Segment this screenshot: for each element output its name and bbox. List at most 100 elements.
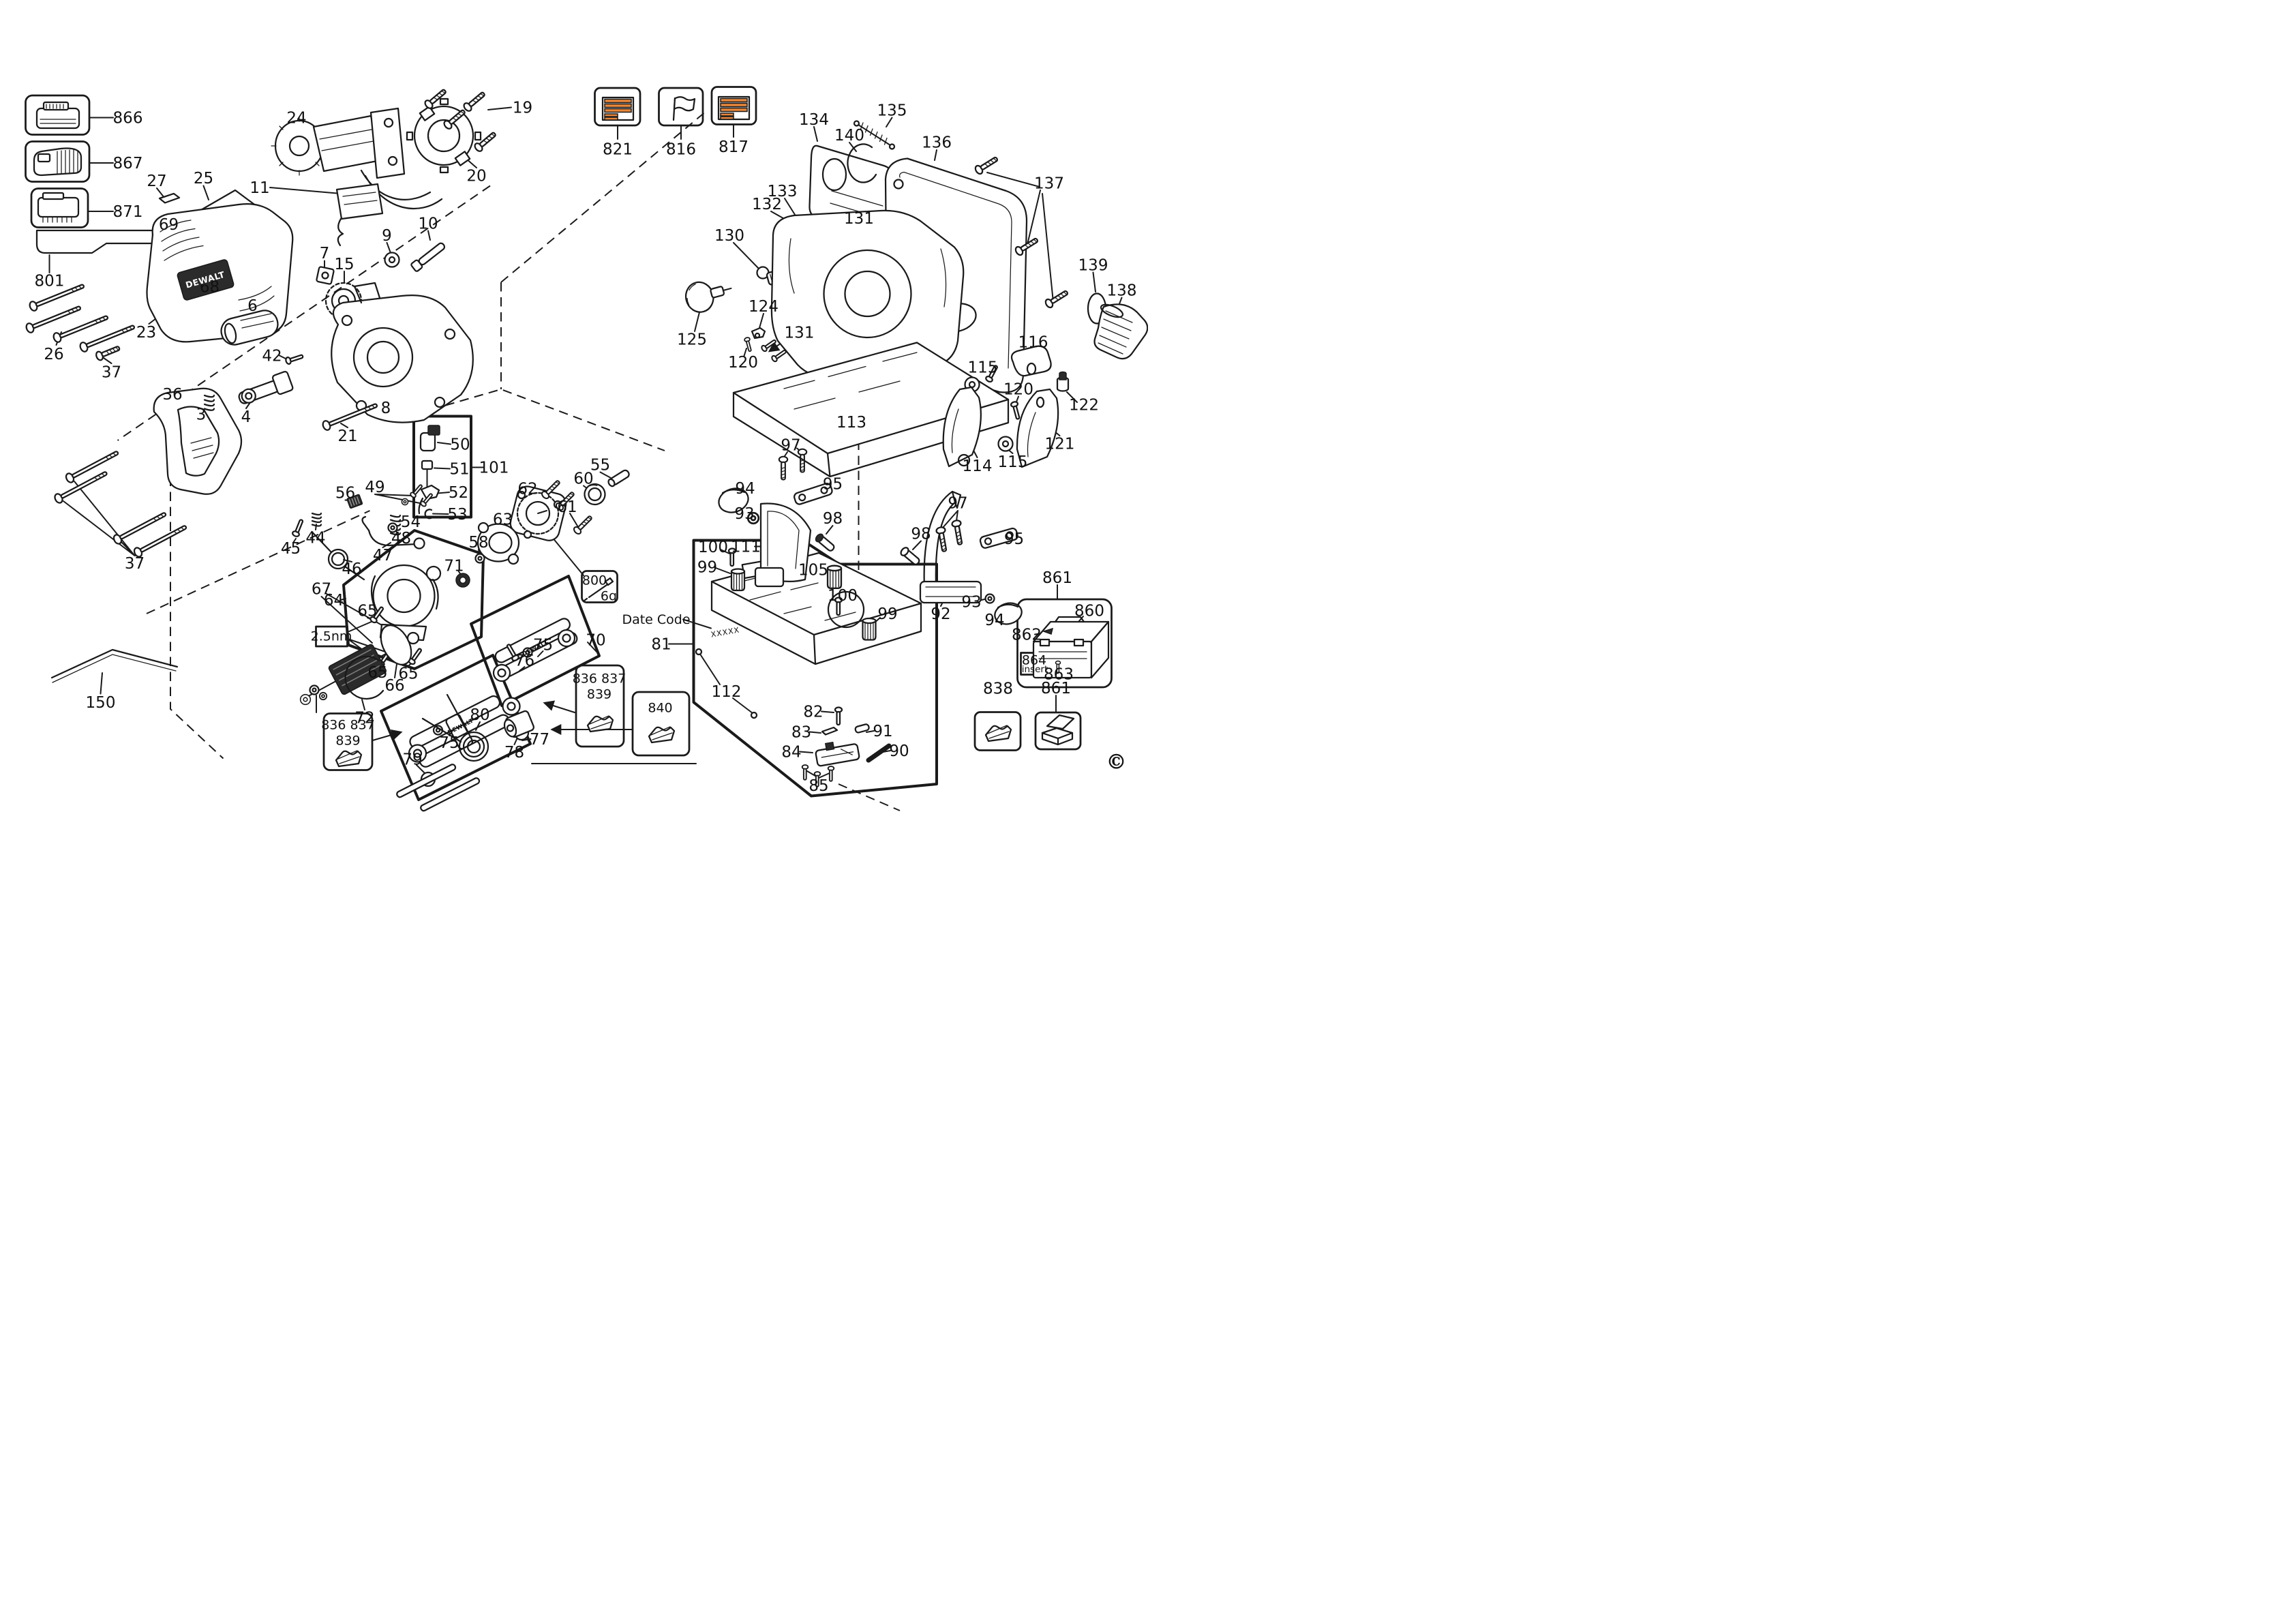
part-label-95-114: 95 xyxy=(822,475,843,493)
spring-44-drawing xyxy=(311,512,322,527)
part-label-139-23: 139 xyxy=(1078,256,1108,274)
motor-assembly-24-11-drawing xyxy=(271,107,443,247)
part-label-65-75: 65 xyxy=(357,601,378,620)
part-label-131-19: 131 xyxy=(844,209,874,228)
part-label-838-130: 838 xyxy=(983,679,1013,697)
part-label-50-62: 50 xyxy=(450,435,470,453)
part-label-6-45: 6 xyxy=(247,296,258,315)
part-label-861-124: 861 xyxy=(1042,568,1072,587)
part-label-46-58: 46 xyxy=(342,559,362,578)
screw-131b xyxy=(759,337,778,353)
clamp-838-drawing xyxy=(984,724,1012,742)
spring-135-drawing xyxy=(853,120,896,150)
gearcase-64-drawing xyxy=(370,564,442,642)
battery-871-drawing xyxy=(37,192,80,223)
part-label-839-95: 839 xyxy=(586,687,612,702)
part-label-85-104: 85 xyxy=(809,776,829,795)
battery-866-box xyxy=(25,94,91,136)
part-label-77-87: 77 xyxy=(529,730,550,749)
knob-94a-drawing xyxy=(718,487,749,513)
part-label-45-57: 45 xyxy=(280,539,301,558)
part-label-134-13: 134 xyxy=(799,110,829,129)
link-70-drawing xyxy=(492,618,578,682)
part-label-56-54: 56 xyxy=(335,483,356,502)
kitbox-861-box xyxy=(1016,598,1113,689)
gasket-63-drawing xyxy=(477,522,520,565)
flag-816-drawing xyxy=(672,96,696,121)
clamp-838-box xyxy=(973,711,1022,751)
part-label-816-11: 816 xyxy=(666,140,696,158)
part-label-90-105: 90 xyxy=(889,741,909,760)
plate-116-drawing xyxy=(1010,345,1052,377)
part-label-58-72: 58 xyxy=(468,532,489,552)
knob-125-drawing xyxy=(684,281,732,313)
part-label-62-70: 62 xyxy=(517,479,538,498)
part-label-101-66: 101 xyxy=(479,458,509,477)
part-label-112-100: 112 xyxy=(711,682,742,701)
part-label-83-102: 83 xyxy=(791,723,812,741)
part-label-95-121: 95 xyxy=(1003,529,1025,548)
grip-6-drawing xyxy=(220,310,279,346)
lever-47-drawing xyxy=(361,515,425,550)
lever-4-drawing xyxy=(238,370,294,404)
washer-58 xyxy=(474,553,485,564)
part-label-871-2: 871 xyxy=(112,202,143,221)
part-label-111-116: 111 xyxy=(731,537,761,556)
part-label-861-131: 861 xyxy=(1041,678,1071,697)
dust-elbow-138-drawing xyxy=(1093,303,1148,360)
clip-124-drawing xyxy=(751,327,766,340)
part-label-23-38: 23 xyxy=(136,322,157,342)
part-label-79-89: 79 xyxy=(402,750,423,768)
part-label-26-39: 26 xyxy=(44,344,64,363)
gear-housing-8-drawing xyxy=(331,282,474,423)
part-label-19-8: 19 xyxy=(512,98,533,117)
clamp-836-right-drawing xyxy=(586,715,614,733)
screw-42 xyxy=(284,352,305,365)
torsion-spring-80-drawing xyxy=(421,693,489,762)
part-label-61-69: 61 xyxy=(557,497,577,516)
hex-key-150-drawing xyxy=(50,648,179,683)
part-label-131-22: 131 xyxy=(784,323,815,342)
pointer-111-drawing xyxy=(754,502,812,588)
part-label-75-88: 75 xyxy=(439,733,459,752)
screw-97b2 xyxy=(950,519,965,546)
part-label-9-43: 9 xyxy=(382,226,392,245)
part-label-11-7: 11 xyxy=(250,178,270,197)
screws-26-drawing xyxy=(24,280,137,354)
part-label-116-29: 116 xyxy=(1018,333,1048,351)
torsion-spring-46-drawing xyxy=(311,530,365,581)
sticker-821-drawing xyxy=(601,96,635,121)
part-label-836-837-92: 836 837 xyxy=(321,717,375,732)
brush-56-drawing xyxy=(346,494,363,509)
clip-862-drawing xyxy=(1042,627,1054,635)
battery-866-drawing xyxy=(35,101,80,130)
part-label-93-115: 93 xyxy=(734,504,755,523)
part-label-27-4: 27 xyxy=(147,171,167,190)
shoe-assembly-113-drawing xyxy=(732,209,1010,478)
part-label-120-31: 120 xyxy=(1003,380,1033,398)
part-label-44-56: 44 xyxy=(305,528,326,547)
part-label-97-120: 97 xyxy=(948,494,968,512)
charger-867-box xyxy=(25,140,91,183)
part-label-91-106: 91 xyxy=(873,721,893,740)
part-label-840-96: 840 xyxy=(648,700,673,715)
part-label-date-code-97: Date Code xyxy=(622,612,691,627)
kit-101-parts-drawing xyxy=(418,425,440,520)
part-label-867-1: 867 xyxy=(112,153,143,172)
part-label-115-35: 115 xyxy=(997,452,1028,471)
part-label-864-128: 864 xyxy=(1021,652,1047,667)
part-label-37-40: 37 xyxy=(101,363,122,381)
part-label-7-41: 7 xyxy=(319,243,330,262)
part-label-24-6: 24 xyxy=(286,108,307,127)
part-label-64-74: 64 xyxy=(323,590,344,610)
part-label-94-123: 94 xyxy=(984,610,1005,629)
diagram-art xyxy=(24,86,1148,812)
part-label-65-76: 65 xyxy=(367,663,388,682)
part-label-70-84: 70 xyxy=(586,631,606,649)
part-label-8-47: 8 xyxy=(380,398,391,417)
part-label-66-78: 66 xyxy=(384,676,405,695)
part-label-25-5: 25 xyxy=(193,168,214,187)
gearcase-64-box xyxy=(342,529,485,670)
washer-9 xyxy=(384,252,400,268)
